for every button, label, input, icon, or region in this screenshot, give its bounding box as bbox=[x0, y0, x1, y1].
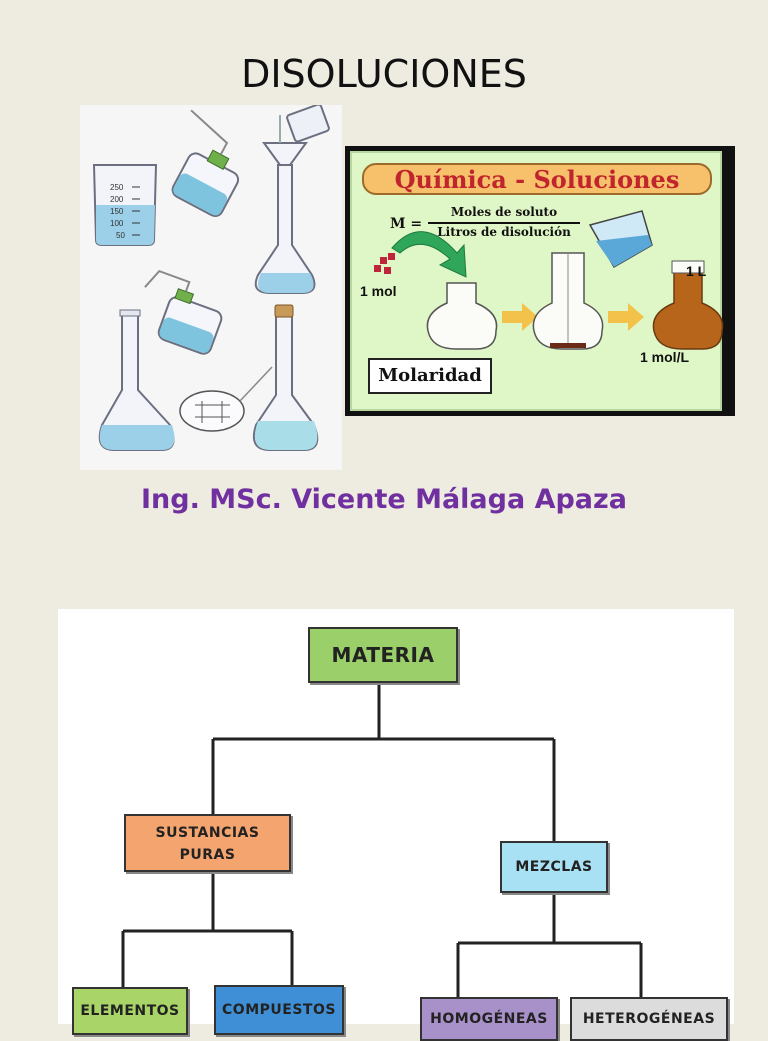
wash-bottle-icon bbox=[171, 109, 240, 217]
wash-bottle-icon-2 bbox=[144, 269, 223, 355]
node-mezclas: MEZCLAS bbox=[500, 841, 608, 893]
liter-label: 1 L bbox=[686, 263, 707, 279]
node-sustancias-puras: SUSTANCIAS PURAS bbox=[124, 814, 291, 872]
funnel-flask-icon bbox=[254, 103, 330, 294]
beaker-tick-150: 150 bbox=[110, 207, 124, 216]
tree-connectors bbox=[121, 685, 643, 997]
node-compuestos: COMPUESTOS bbox=[214, 985, 344, 1035]
stoppered-flask-icon bbox=[252, 304, 319, 451]
empty-flask-icon bbox=[426, 282, 498, 350]
formula-fraction-bar bbox=[428, 222, 580, 224]
molar-concentration-label: 1 mol/L bbox=[640, 349, 690, 365]
author-name: Ing. MSc. Vicente Málaga Apaza bbox=[141, 484, 627, 515]
molarity-process-drawing bbox=[374, 210, 724, 350]
formula-denominator: Litros de disolución bbox=[437, 225, 571, 239]
beaker-tick-100: 100 bbox=[110, 219, 124, 228]
meniscus-detail-icon bbox=[179, 366, 273, 432]
solute-cubes-icon bbox=[374, 253, 395, 274]
matter-classification-diagram: MATERIA SUSTANCIAS PURAS MEZCLAS ELEMENT… bbox=[58, 609, 734, 1041]
node-materia: MATERIA bbox=[308, 627, 458, 683]
node-heterogeneas: HETEROGÉNEAS bbox=[570, 997, 728, 1041]
molarity-card-header: Química - Soluciones bbox=[362, 163, 712, 195]
node-homogeneas: HOMOGÉNEAS bbox=[420, 997, 558, 1041]
glassware-drawing: 250 200 150 100 50 bbox=[92, 103, 330, 451]
node-elementos: ELEMENTOS bbox=[72, 987, 188, 1035]
slide-title: DISOLUCIONES bbox=[241, 52, 527, 96]
formula-lhs: M = bbox=[390, 216, 423, 232]
arrow-right-icon bbox=[502, 303, 538, 331]
mol-label: 1 mol bbox=[360, 283, 397, 299]
formula-numerator: Moles de soluto bbox=[450, 205, 558, 219]
beaker-icon: 250 200 150 100 50 bbox=[92, 164, 158, 246]
arrow-right-icon-2 bbox=[608, 303, 644, 331]
molarity-card: Química - Soluciones M = Moles de soluto… bbox=[345, 146, 735, 416]
beaker-tick-200: 200 bbox=[110, 195, 124, 204]
lab-glassware-illustration: 250 200 150 100 50 bbox=[80, 103, 342, 470]
beaker-tick-50: 50 bbox=[116, 231, 125, 240]
beaker-tick-250: 250 bbox=[110, 183, 124, 192]
molarity-card-body: Química - Soluciones M = Moles de soluto… bbox=[350, 151, 724, 411]
molaridad-box: Molaridad bbox=[368, 358, 492, 394]
solution-flask-icon bbox=[652, 264, 724, 350]
filling-flask-icon bbox=[98, 309, 175, 451]
curved-arrow-icon bbox=[391, 231, 467, 278]
